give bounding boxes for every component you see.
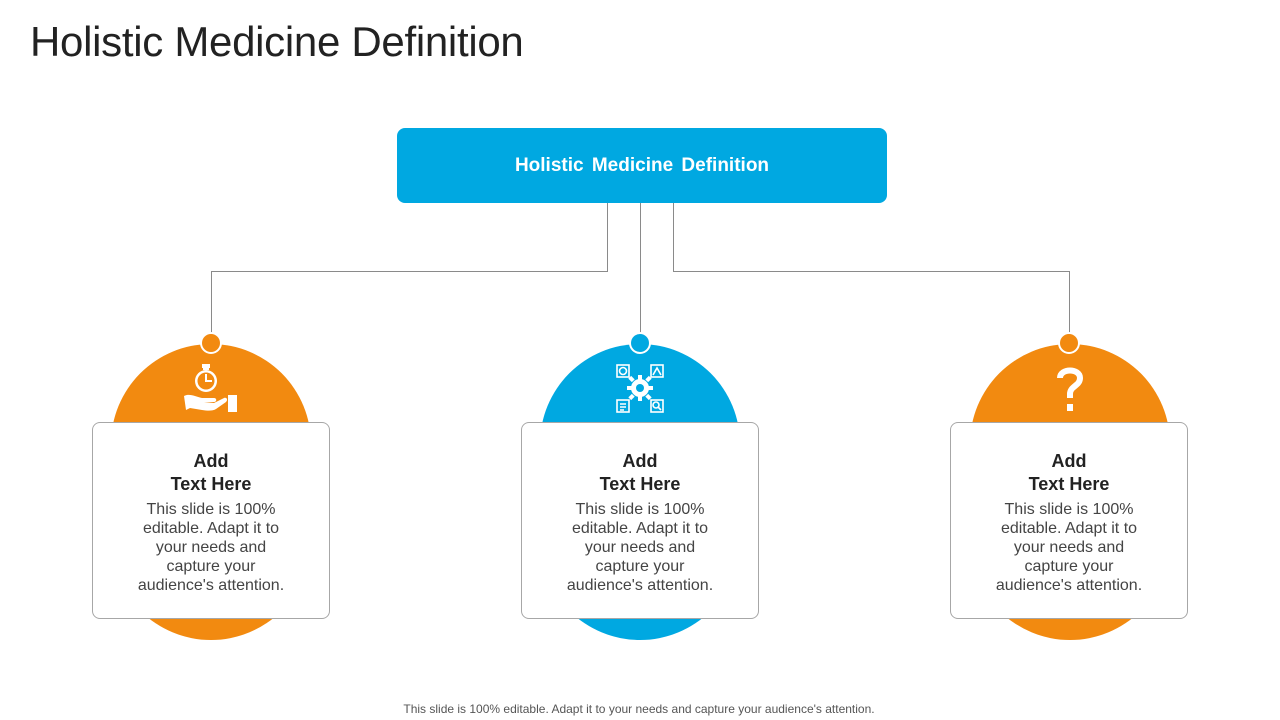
top-box-label: Holistic Medicine Definition	[514, 154, 770, 176]
card-3-heading-line-2: Text Here	[1028, 474, 1110, 494]
card-2-heading: Add Text Here	[580, 450, 700, 496]
card-2-ring	[629, 332, 651, 354]
card-1-ring	[200, 332, 222, 354]
slide-title: Holistic Medicine Definition	[30, 18, 524, 65]
card-1-box: Add Text Here This slide is 100% editabl…	[92, 422, 330, 619]
card-1-heading-line-2: Text Here	[170, 474, 252, 494]
connector-right	[673, 203, 1070, 334]
card-1-heading: Add Text Here	[151, 450, 271, 496]
card-3-heading-line-1: Add	[1051, 451, 1087, 471]
card-3-box: Add Text Here This slide is 100% editabl…	[950, 422, 1188, 619]
card-3-heading: Add Text Here	[1009, 450, 1129, 496]
stopwatch-in-hand-icon	[184, 364, 237, 412]
card-2-heading-line-2: Text Here	[599, 474, 681, 494]
card-1-body: This slide is 100% editable. Adapt it to…	[137, 501, 285, 594]
card-2-box: Add Text Here This slide is 100% editabl…	[521, 422, 759, 619]
top-box[interactable]: Holistic Medicine Definition	[397, 128, 887, 203]
connector-left	[211, 203, 608, 334]
card-1-heading-line-1: Add	[193, 451, 229, 471]
gear-process-icon	[616, 364, 664, 413]
card-2-body: This slide is 100% editable. Adapt it to…	[566, 501, 714, 594]
card-3-ring	[1058, 332, 1080, 354]
card-3-body: This slide is 100% editable. Adapt it to…	[995, 501, 1143, 594]
card-2-heading-line-1: Add	[622, 451, 658, 471]
footer-note: This slide is 100% editable. Adapt it to…	[403, 702, 875, 716]
question-mark-icon	[1057, 367, 1084, 411]
